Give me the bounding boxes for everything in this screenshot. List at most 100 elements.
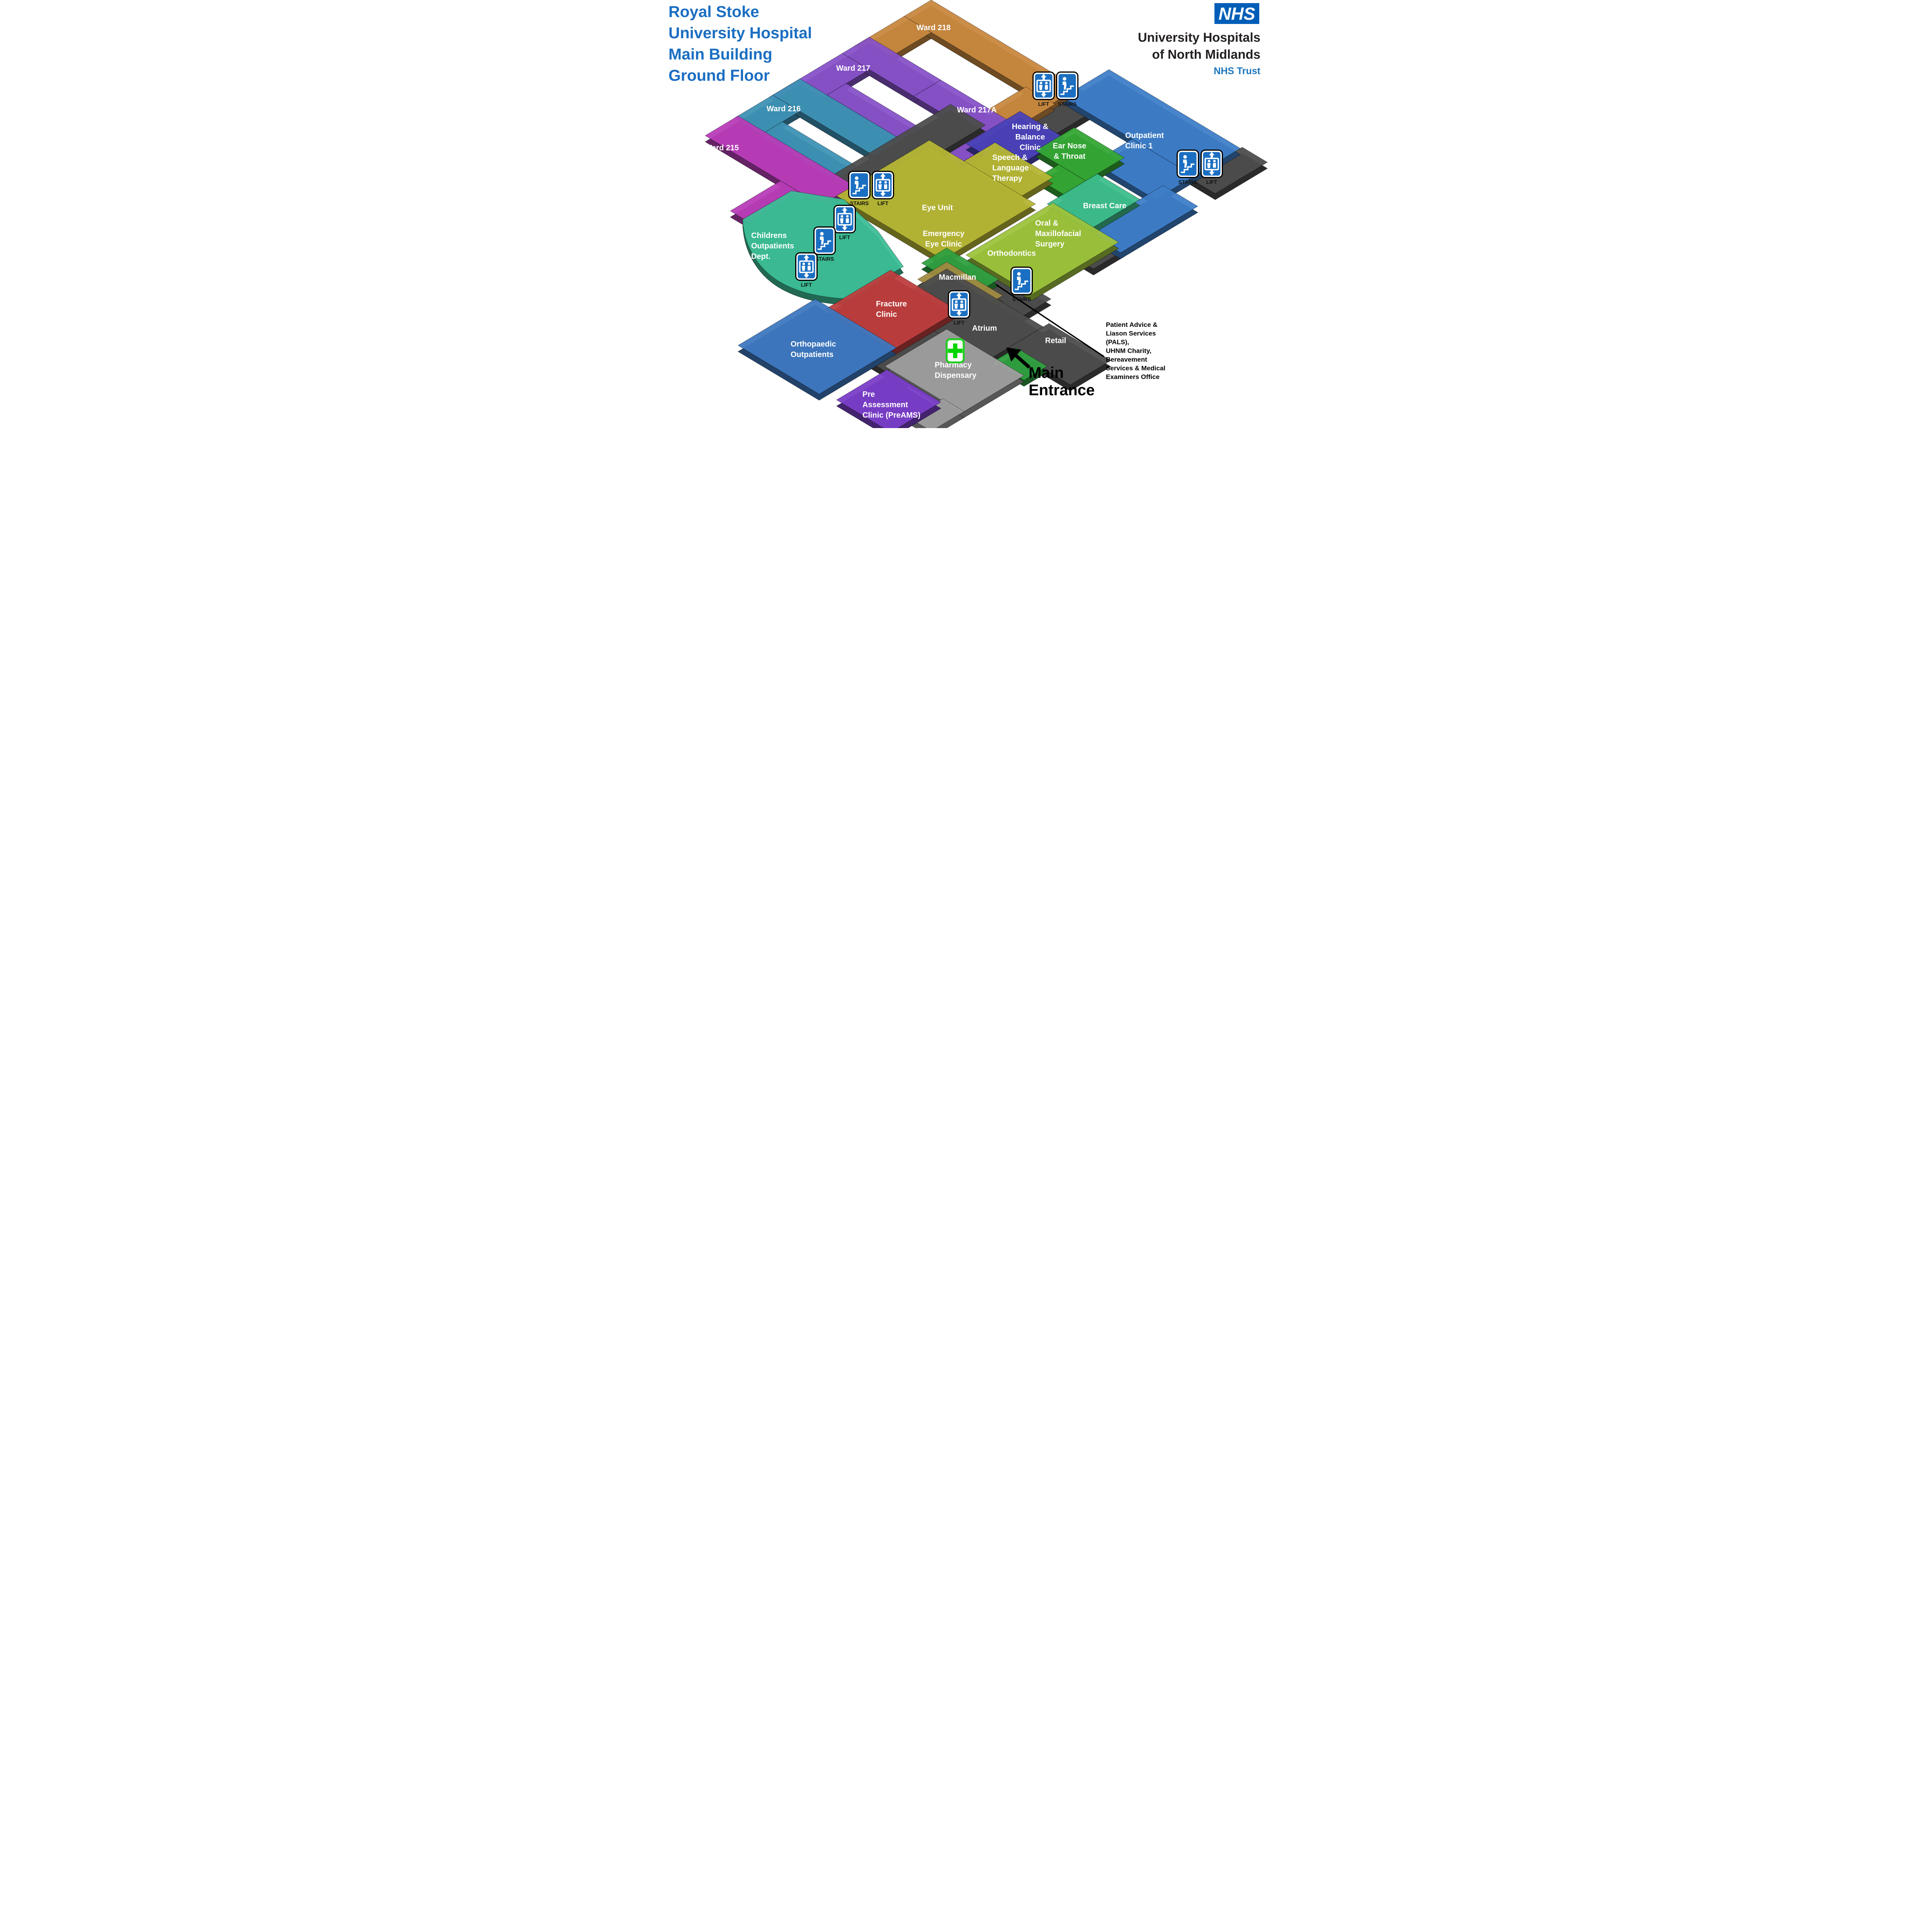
stairs-person-head bbox=[820, 232, 824, 236]
lift-person-body bbox=[808, 266, 811, 270]
pals-annotation-line: Services & Medical bbox=[1106, 365, 1165, 372]
lift-icon-label: LIFT bbox=[1206, 179, 1218, 185]
ear-nose-throat-label: Ear Nose & Throat bbox=[1053, 142, 1087, 161]
childrens-outpatients-label-line: Childrens bbox=[751, 231, 787, 240]
green-walkway-area bbox=[993, 347, 1048, 387]
lift-up-arrow bbox=[1209, 152, 1214, 158]
icon-bg bbox=[1058, 74, 1076, 98]
stairs-person-body bbox=[1063, 82, 1066, 90]
lift-car-outline bbox=[1204, 158, 1219, 170]
lift-icon-label: LIFT bbox=[839, 235, 850, 240]
orthopaedic-outpatients-face bbox=[738, 299, 897, 394]
speech-language-label-line: Language bbox=[992, 164, 1029, 172]
lift-person-body bbox=[846, 218, 849, 223]
pre-assessment-clinic-area bbox=[836, 369, 941, 428]
fracture-clinic-label-line: Clinic bbox=[876, 310, 897, 319]
childrens-outpatients-label-line: Outpatients bbox=[751, 242, 794, 250]
speech-language-label-line: Speech & bbox=[992, 153, 1027, 162]
lift-car-outline bbox=[952, 298, 966, 311]
page-title-line: University Hospital bbox=[668, 24, 812, 42]
lift-icon-label: LIFT bbox=[878, 201, 889, 206]
stairs-person-head bbox=[1183, 155, 1187, 159]
page-title-line: Royal Stoke bbox=[668, 3, 759, 20]
lift-icon: LIFT bbox=[872, 171, 894, 206]
stairs-person-head bbox=[1017, 272, 1021, 276]
breast-care-label-line: Breast Care bbox=[1083, 202, 1126, 210]
main-entrance-arrow-shaft bbox=[1015, 354, 1031, 369]
main-entrance-label-line: Main bbox=[1029, 364, 1064, 381]
oral-maxillofacial-label-line: Maxillofacial bbox=[1035, 229, 1081, 238]
stairs-person-body bbox=[1017, 277, 1021, 285]
ear-nose-throat-area bbox=[1035, 127, 1125, 201]
oral-maxillofacial-label-line: Oral & bbox=[1035, 219, 1058, 228]
lift-car-outline bbox=[876, 179, 890, 192]
pals-annotation-line: (PALS), bbox=[1106, 338, 1129, 346]
stairs-icon: STAIRS bbox=[848, 171, 871, 206]
lift-down-arrow bbox=[1209, 170, 1214, 175]
lift-person bbox=[1213, 160, 1216, 163]
lift-icon-label: LIFT bbox=[801, 282, 812, 288]
hearing-balance-label-line: Balance bbox=[1015, 133, 1045, 141]
pals-annotation: Patient Advice &Liason Services(PALS),UH… bbox=[1106, 321, 1165, 381]
stairs-steps bbox=[852, 185, 866, 194]
ear-nose-throat-label-line: Ear Nose bbox=[1053, 142, 1087, 150]
speech-language-label-line: Therapy bbox=[992, 174, 1023, 183]
pre-assessment-clinic-label-line: Clinic (PreAMS) bbox=[862, 411, 920, 420]
lift-up-arrow bbox=[804, 255, 809, 260]
lift-up-arrow bbox=[1041, 74, 1046, 80]
macmillan-label: Macmillan bbox=[939, 273, 976, 282]
orthopaedic-outpatients-area bbox=[738, 299, 897, 401]
stairs-icon-label: STAIRS bbox=[1058, 101, 1077, 107]
lift-icon-label: LIFT bbox=[954, 320, 965, 326]
nhs-logo-box bbox=[1214, 3, 1259, 24]
oral-maxillofacial-label-line: Surgery bbox=[1035, 240, 1065, 248]
main-entrance-arrow-icon bbox=[1006, 347, 1021, 362]
ward-215-label: Ward 215 bbox=[705, 144, 739, 152]
stairs-steps bbox=[1181, 163, 1194, 173]
pals-annotation-line: Patient Advice & bbox=[1106, 321, 1158, 328]
stairs-steps bbox=[818, 240, 831, 250]
org-name-line: of North Midlands bbox=[1152, 47, 1260, 61]
lift-person bbox=[879, 181, 882, 184]
lift-person bbox=[1039, 82, 1043, 85]
oral-maxillofacial-area bbox=[966, 202, 1119, 301]
lift-icon: LIFT bbox=[948, 290, 970, 326]
lift-icon: LIFT bbox=[1032, 71, 1055, 107]
ear-nose-throat-label-line: & Throat bbox=[1054, 152, 1086, 161]
stairs-icon-label: STAIRS bbox=[815, 256, 834, 262]
lift-person bbox=[802, 262, 805, 265]
lift-person bbox=[960, 300, 963, 303]
ward-218-label: Ward 218 bbox=[917, 24, 951, 32]
atrium-label: Atrium bbox=[972, 324, 997, 333]
pre-assessment-clinic-label-line: Pre bbox=[862, 390, 875, 399]
orthodontics-label-line: Orthodontics bbox=[987, 249, 1036, 258]
lift-person-body bbox=[840, 218, 844, 223]
macmillan-label-line: Macmillan bbox=[939, 273, 976, 282]
hearing-balance-label-line: Clinic bbox=[1020, 143, 1041, 152]
ward-217-label-line: Ward 217 bbox=[836, 64, 870, 73]
lift-person-body bbox=[960, 304, 963, 308]
atrium-label-line: Atrium bbox=[972, 324, 997, 333]
stairs-person-head bbox=[1063, 77, 1066, 81]
stairs-icon: STAIRS bbox=[813, 226, 836, 262]
retail-label-line: Retail bbox=[1045, 337, 1066, 345]
lift-down-arrow bbox=[956, 310, 962, 316]
lift-person-body bbox=[878, 184, 882, 189]
lift-person bbox=[955, 300, 958, 303]
lift-icon-label: LIFT bbox=[1038, 101, 1049, 107]
icon-bg bbox=[816, 229, 833, 253]
fracture-clinic-area bbox=[825, 270, 959, 357]
ward-218-label-line: Ward 218 bbox=[917, 24, 951, 32]
orthopaedic-outpatients-label-line: Outpatients bbox=[791, 350, 833, 359]
ward-215-label-line: Ward 215 bbox=[705, 144, 739, 152]
